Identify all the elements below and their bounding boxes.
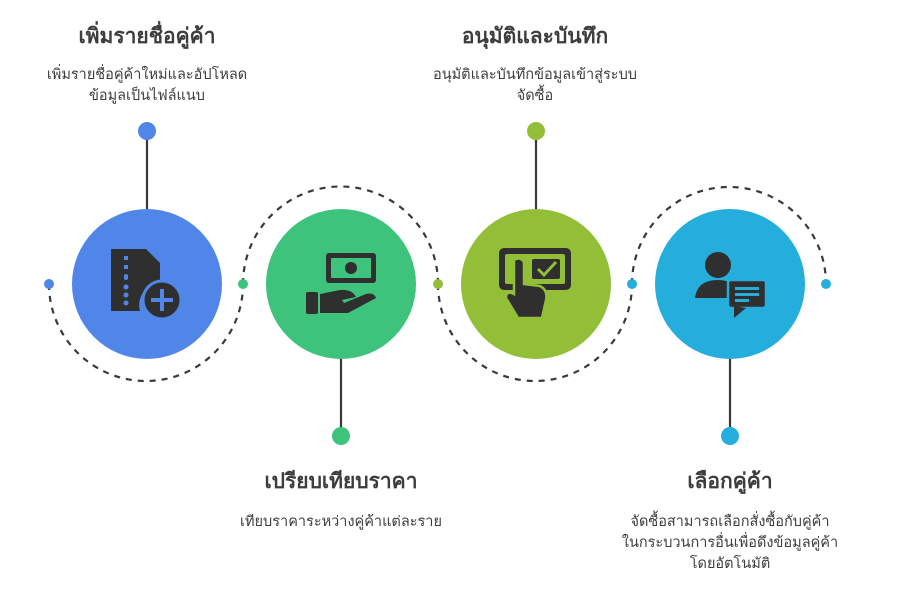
path-dot-end	[821, 279, 831, 289]
step-label-3: อนุมัติและบันทึก อนุมัติและบันทึกข้อมูลเ…	[390, 20, 680, 107]
user-message-icon	[695, 252, 768, 318]
document-add-icon	[111, 249, 183, 321]
path-dot-2	[433, 279, 443, 289]
path-dot-start	[44, 279, 54, 289]
step-description-3-line-2: จัดซื้อ	[516, 88, 554, 104]
path-dot-1	[238, 279, 248, 289]
step-description-2-line-1: เทียบราคาระหว่างคู่ค้าแต่ละราย	[240, 514, 442, 530]
step-description-4: จัดซื้อสามารถเลือกสั่งซื้อกับคู่ค้า ในกร…	[585, 512, 875, 575]
stem-dot-step-2	[332, 427, 350, 445]
step-label-4: เลือกคู่ค้า จัดซื้อสามารถเลือกสั่งซื้อกั…	[585, 465, 875, 575]
step-title-1: เพิ่มรายชื่อคู่ค้า	[78, 24, 216, 48]
step-description-1-line-2: ข้อมูลเป็นไฟล์แนบ	[88, 88, 206, 104]
step-label-1: เพิ่มรายชื่อคู่ค้า เพิ่มรายชื่อคู่ค้าใหม…	[7, 20, 287, 107]
stem-dot-step-4	[721, 427, 739, 445]
step-title-4: เลือกคู่ค้า	[687, 469, 773, 493]
step-description-4-line-1: จัดซื้อสามารถเลือกสั่งซื้อกับคู่ค้า	[630, 514, 830, 530]
step-description-4-line-3: โดยอัตโนมัติ	[689, 556, 771, 572]
hand-money-icon	[306, 253, 376, 314]
step-description-1-line-1: เพิ่มรายชื่อคู่ค้าใหม่และอัปโหลด	[46, 67, 248, 83]
step-description-4-line-2: ในกระบวนการอื่นเพื่อดึงข้อมูลคู่ค้า	[621, 535, 839, 551]
touch-approve-icon	[499, 248, 571, 320]
step-title-3: อนุมัติและบันทึก	[461, 24, 609, 48]
step-description-1: เพิ่มรายชื่อคู่ค้าใหม่และอัปโหลด ข้อมูลเ…	[7, 65, 287, 107]
step-circle-2	[266, 209, 416, 359]
path-dot-3	[627, 279, 637, 289]
stem-dot-step-1	[138, 122, 156, 140]
step-description-3: อนุมัติและบันทึกข้อมูลเข้าสู่ระบบ จัดซื้…	[390, 65, 680, 107]
step-description-3-line-1: อนุมัติและบันทึกข้อมูลเข้าสู่ระบบ	[433, 67, 637, 83]
step-label-2: เปรียบเทียบราคา เทียบราคาระหว่างคู่ค้าแต…	[196, 465, 486, 533]
step-description-2: เทียบราคาระหว่างคู่ค้าแต่ละราย	[196, 512, 486, 533]
step-title-2: เปรียบเทียบราคา	[264, 469, 418, 493]
stem-dot-step-3	[527, 122, 545, 140]
